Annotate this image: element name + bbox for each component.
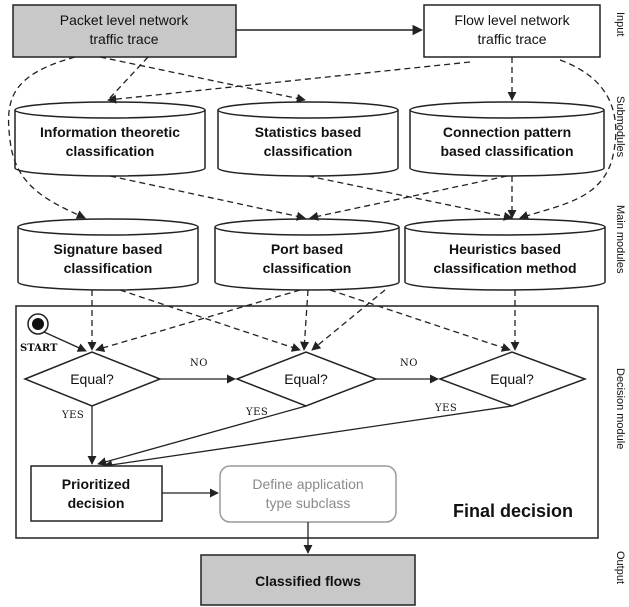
- heuristics-line1: Heuristics based: [449, 241, 561, 257]
- main-to-decision-links: [87, 289, 520, 353]
- heuristics-line2: classification method: [433, 260, 576, 276]
- decision-2-label: Equal?: [284, 371, 328, 387]
- decision-3-label: Equal?: [490, 371, 534, 387]
- decision-diamond-3: [437, 351, 588, 407]
- decision-module-frame: [15, 305, 599, 539]
- no-label-1: NO: [190, 358, 208, 369]
- start-label: START: [20, 343, 58, 354]
- final-decision-label: Final decision: [453, 501, 573, 521]
- prioritized-line1: Prioritized: [62, 476, 130, 492]
- yes-label-3: YES: [434, 403, 457, 414]
- side-label-submodules: Submodules: [614, 96, 626, 158]
- yes-arrow-2: [97, 405, 307, 467]
- port-line2: classification: [263, 260, 352, 276]
- yes-arrow-3: [103, 405, 513, 470]
- cylinder-heuristics: [404, 218, 606, 291]
- side-label-output: Output: [614, 551, 626, 584]
- packet-trace-line2: traffic trace: [90, 31, 159, 47]
- yes-label-2: YES: [245, 407, 268, 418]
- classified-flows-box: [200, 554, 416, 606]
- information-line2: classification: [66, 143, 155, 159]
- connection-line1: Connection pattern: [443, 124, 571, 140]
- statistics-line2: classification: [264, 143, 353, 159]
- cylinder-port: [214, 218, 400, 291]
- prioritized-line2: decision: [68, 495, 125, 511]
- side-label-input: Input: [614, 12, 626, 36]
- define-line2: type subclass: [266, 495, 351, 511]
- start-arrow: [43, 331, 87, 352]
- submodule-to-main-links: [109, 175, 517, 221]
- start-node-inner: [32, 318, 44, 330]
- port-line1: Port based: [271, 241, 343, 257]
- yes-label-1: YES: [61, 410, 84, 421]
- connection-line2: based classification: [440, 143, 573, 159]
- side-label-main-modules: Main modules: [614, 205, 626, 274]
- packet-trace-box: [12, 4, 237, 58]
- define-line1: Define application: [252, 476, 363, 492]
- side-label-decision-module: Decision module: [614, 368, 626, 449]
- cylinder-connection: [409, 101, 605, 177]
- define-subclass-box: [219, 465, 397, 523]
- signature-line2: classification: [64, 260, 153, 276]
- no-label-2: NO: [400, 358, 418, 369]
- decision-1-label: Equal?: [70, 371, 114, 387]
- information-line1: Information theoretic: [40, 124, 180, 140]
- flow-trace-line1: Flow level network: [454, 12, 570, 28]
- packet-trace-line1: Packet level network: [60, 12, 189, 28]
- cylinder-information: [14, 101, 206, 177]
- flow-trace-box: [423, 4, 601, 58]
- prioritized-decision-box: [30, 465, 163, 522]
- flow-trace-line2: traffic trace: [478, 31, 547, 47]
- cylinder-signature: [17, 218, 199, 291]
- statistics-line1: Statistics based: [255, 124, 362, 140]
- input-to-submodule-links: [7, 56, 617, 220]
- classified-flows-label: Classified flows: [255, 573, 361, 589]
- signature-line1: Signature based: [54, 241, 163, 257]
